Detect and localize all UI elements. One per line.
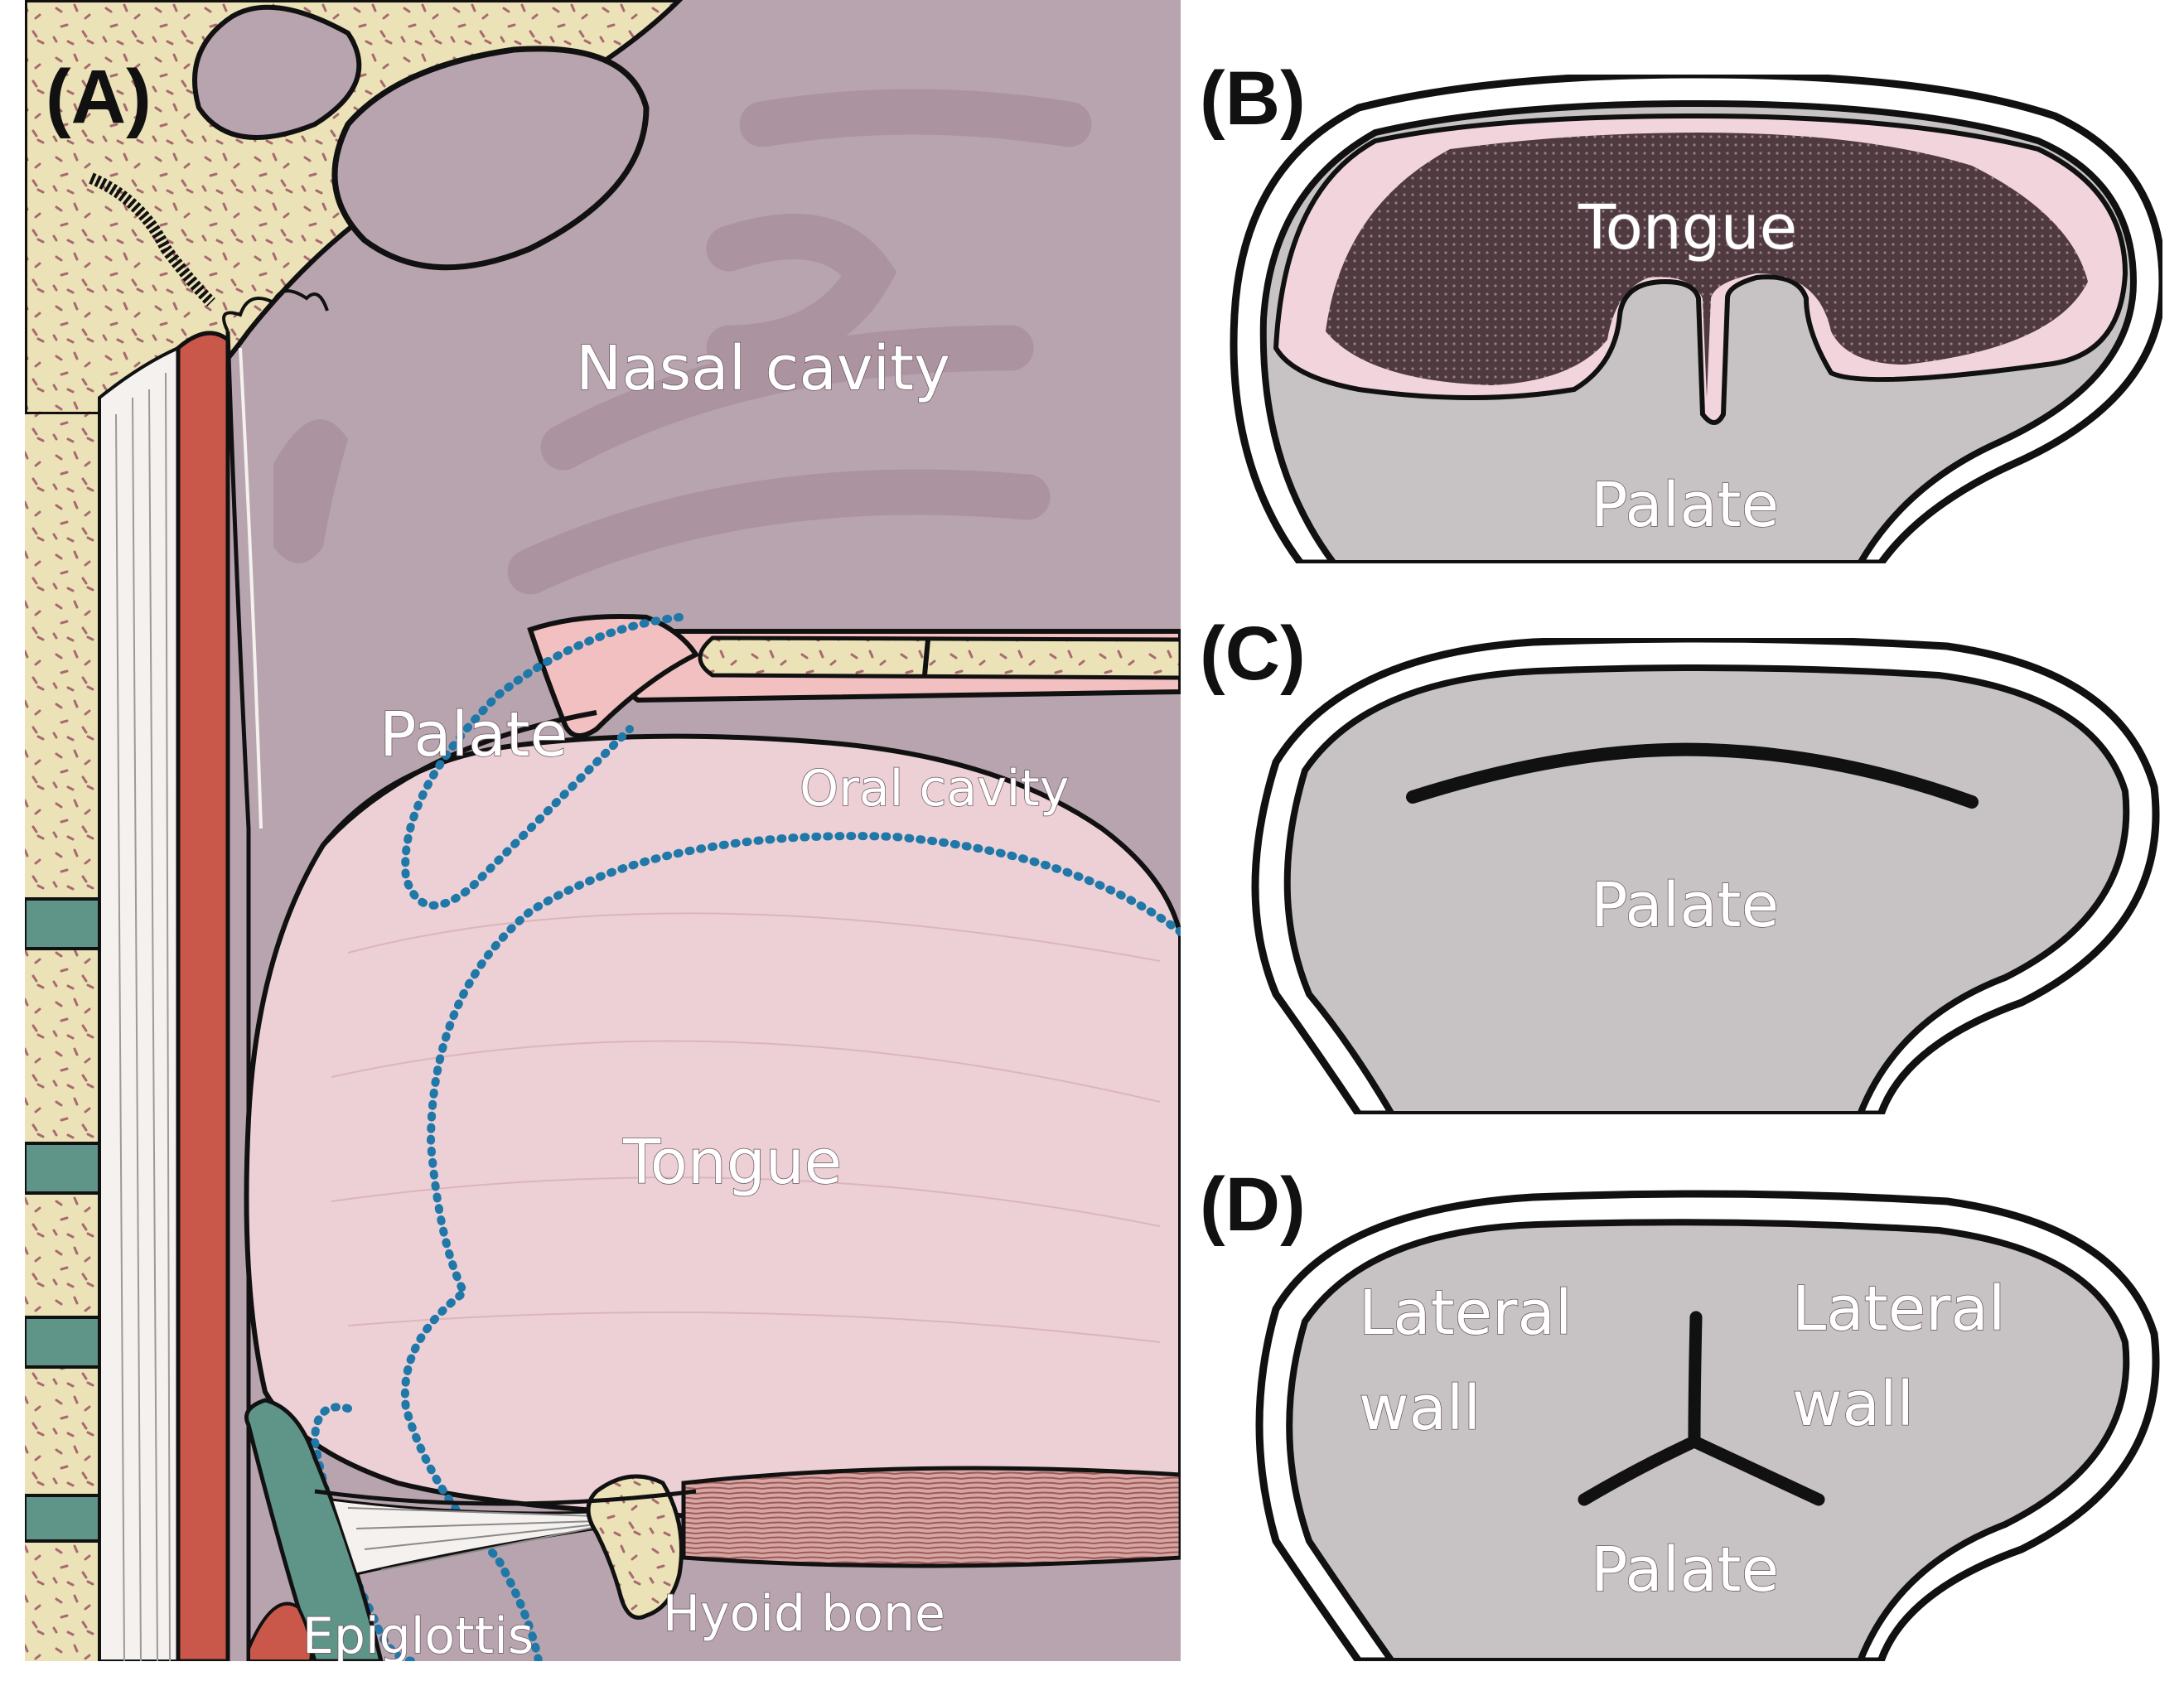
hyoid-bone-label: Hyoid bone — [663, 1585, 945, 1643]
tongue-fibers — [331, 912, 1161, 1343]
panel-b: (B) Tongue Palate — [1200, 56, 2162, 563]
palate-label-a: Palate — [379, 699, 568, 771]
panel-b-label: (B) — [1200, 56, 1306, 141]
epiglottis-label: Epiglottis — [302, 1607, 534, 1665]
tongue-label-b: Tongue — [1578, 192, 1797, 263]
palatine-bone — [698, 635, 1181, 680]
lateral-wall-left-line1: Lateral — [1359, 1278, 1572, 1349]
tongue-floor-line — [314, 1489, 697, 1506]
panel-a: (A) Nasal cavity Palate Oral cavity Tong… — [25, 0, 1181, 1665]
lateral-wall-right-line1: Lateral — [1792, 1273, 2005, 1345]
ligament-fan-fibers — [347, 1507, 597, 1571]
palate-label-d: Palate — [1591, 1534, 1779, 1606]
oral-cavity-label: Oral cavity — [800, 760, 1069, 818]
nasal-blob — [273, 419, 348, 563]
dotted-tongue-outline — [400, 832, 1181, 1661]
palate-label-b: Palate — [1591, 470, 1779, 541]
panel-c-label: (C) — [1200, 611, 1306, 696]
nasal-turbinate-shapes — [507, 89, 1092, 595]
soft-palate — [527, 614, 700, 738]
lateral-wall-right-line2: wall — [1792, 1369, 1914, 1440]
ligament-fibers — [115, 372, 171, 1661]
geniohyoid-muscle — [681, 1466, 1181, 1568]
skull-suture — [89, 172, 215, 307]
panel-d-label: (D) — [1200, 1162, 1306, 1247]
adenoid-folds — [222, 289, 329, 332]
tri-radiate-collapse-d — [1578, 1311, 1825, 1506]
collapsed-airway-slit-c — [1406, 742, 1979, 809]
sinus-cavity — [192, 4, 362, 140]
tongue-dark-shading-b — [1326, 133, 2088, 398]
pharyngeal-constrictor-muscle — [176, 331, 230, 1661]
lateral-wall-left-line2: wall — [1359, 1373, 1481, 1444]
palate-label-c: Palate — [1591, 870, 1779, 941]
sphenoid-cavity — [331, 46, 650, 271]
nasal-cavity-label: Nasal cavity — [576, 333, 950, 404]
palatine-suture — [922, 639, 930, 676]
panel-c: (C) Palate — [1200, 611, 2160, 1114]
hyoid-bone — [586, 1474, 684, 1620]
laryngeal-inlet — [247, 1601, 313, 1661]
panel-a-label: (A) — [46, 55, 152, 139]
panel-d: (D) Lateral wall Lateral wall Palate — [1200, 1162, 2160, 1661]
dotted-soft-palate-outline — [401, 613, 684, 910]
tongue-label-a: Tongue — [622, 1127, 842, 1198]
posterior-pharyngeal-wall — [225, 331, 251, 1661]
posterior-wall-mucosa — [239, 347, 263, 829]
